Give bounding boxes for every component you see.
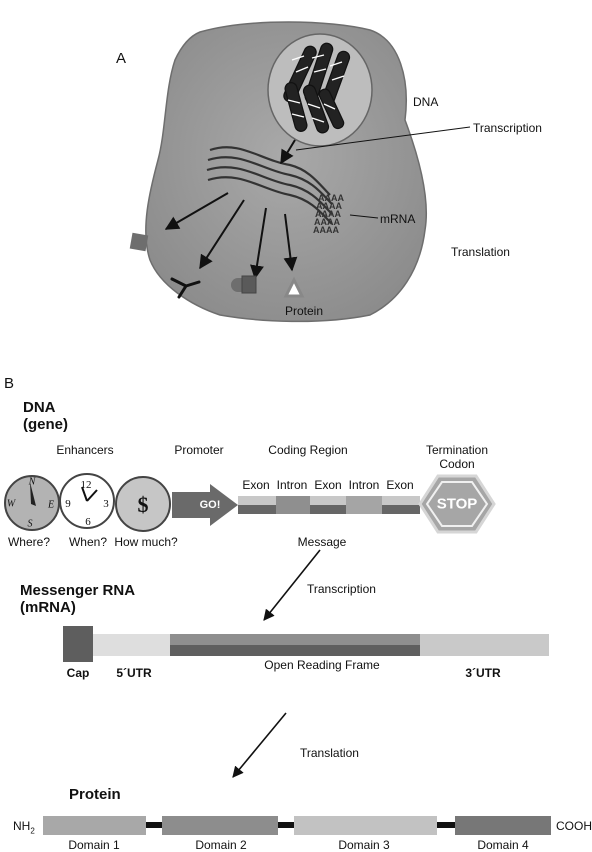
transcription-label-a: Transcription xyxy=(473,121,542,135)
poly-a-3: AAAA xyxy=(315,209,341,219)
poly-a-5: AAAA xyxy=(313,225,339,235)
chromosomes xyxy=(283,42,351,134)
mrna-bar xyxy=(63,626,549,662)
compass-e: E xyxy=(47,499,55,511)
coding-region-label: Coding Region xyxy=(268,443,348,457)
nh2-subscript: 2 xyxy=(30,826,35,836)
poly-a-1: AAAA xyxy=(318,193,344,203)
go-label: GO! xyxy=(199,499,221,511)
domain-3-label: Domain 3 xyxy=(338,838,390,852)
translation-label-a: Translation xyxy=(451,245,510,259)
translation-label-b: Translation xyxy=(300,746,359,760)
clock-3: 3 xyxy=(103,498,109,510)
dna-gene-title: DNA (gene) xyxy=(23,399,68,433)
segment-intron-1: Intron xyxy=(276,478,308,492)
message-label: Message xyxy=(297,535,347,549)
protein-title: Protein xyxy=(69,786,121,803)
utr3-label: 3´UTR xyxy=(465,666,501,680)
segment-exon-3: Exon xyxy=(386,478,414,492)
panel-a-label: A xyxy=(116,50,127,67)
cap-label: Cap xyxy=(66,666,90,680)
poly-a-2: AAAA xyxy=(316,201,342,211)
segment-exon-2: Exon xyxy=(314,478,342,492)
enhancers-label: Enhancers xyxy=(56,443,114,457)
transcription-pointer-a xyxy=(295,126,471,151)
protein-y-shape xyxy=(170,277,201,299)
chromosome-bands xyxy=(287,54,345,123)
cooh-label: COOH xyxy=(556,819,592,833)
coding-region xyxy=(238,496,420,514)
transcription-arrow-b xyxy=(263,549,321,621)
segment-intron-2: Intron xyxy=(348,478,380,492)
orf-label: Open Reading Frame xyxy=(264,658,380,672)
segment-exon-1: Exon xyxy=(242,478,270,492)
dollar-sign: $ xyxy=(137,492,149,517)
utr5-label: 5´UTR xyxy=(116,666,152,680)
clock-hands xyxy=(81,486,98,502)
protein-label-a: Protein xyxy=(284,304,324,318)
mrna-label-a: mRNA xyxy=(380,212,416,226)
nh2-text: NH xyxy=(13,819,31,833)
compass-s: S xyxy=(27,518,33,530)
clock-9: 9 xyxy=(65,498,71,510)
clock-12: 12 xyxy=(80,479,92,491)
mrna-title: Messenger RNA (mRNA) xyxy=(20,582,136,616)
domain-2-label: Domain 2 xyxy=(195,838,247,852)
domain-1-label: Domain 1 xyxy=(68,838,120,852)
promoter-go-arrow xyxy=(172,484,238,526)
transcription-label-b: Transcription xyxy=(307,582,376,596)
where-label: Where? xyxy=(7,535,51,549)
protein-square xyxy=(129,232,149,252)
stop-sign xyxy=(418,474,496,534)
when-label: When? xyxy=(68,535,108,549)
panel-b-label: B xyxy=(4,375,15,392)
compass-n: N xyxy=(28,476,36,488)
clock-6: 6 xyxy=(85,516,91,528)
poly-a-tail: AAAA AAAA AAAA AAAA AAAA xyxy=(313,193,344,235)
transcription-arrow-a xyxy=(280,139,296,165)
dollar-icon xyxy=(115,476,171,532)
translation-arrows-a xyxy=(164,192,298,280)
domain-4-label: Domain 4 xyxy=(477,838,529,852)
how-much-label: How much? xyxy=(114,535,178,549)
stop-label: STOP xyxy=(436,495,478,513)
promoter-label: Promoter xyxy=(174,443,224,457)
translation-arrow-b xyxy=(232,712,287,778)
dna-label: DNA xyxy=(413,95,439,109)
poly-a-4: AAAA xyxy=(314,217,340,227)
mrna-strands xyxy=(206,146,333,225)
termination-codon-label: Termination Codon xyxy=(425,443,489,471)
nh2-label: NH2 xyxy=(13,819,35,838)
protein-triangle xyxy=(283,276,305,298)
mrna-pointer-a xyxy=(349,214,379,219)
compass-w: W xyxy=(6,498,16,510)
compass-needle xyxy=(30,482,36,506)
protein-bar xyxy=(43,816,551,835)
protein-capsule xyxy=(231,275,257,294)
